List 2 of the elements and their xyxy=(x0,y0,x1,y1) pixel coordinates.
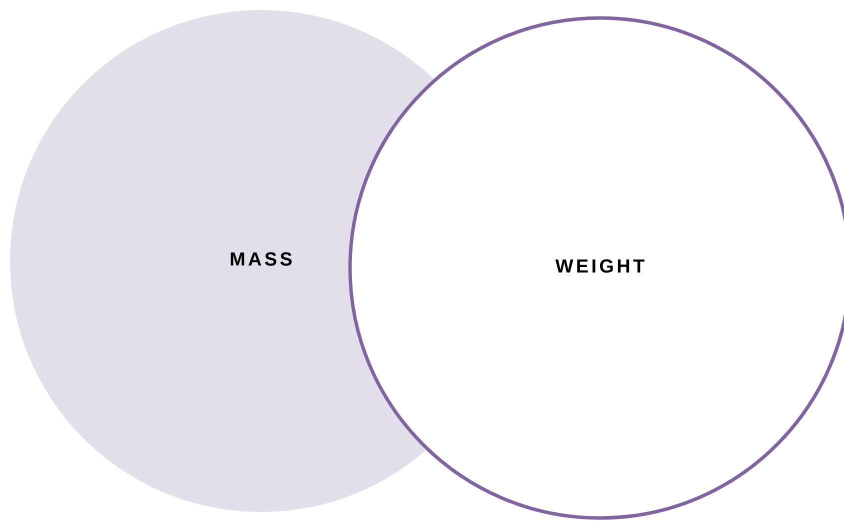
circle-label: MASS xyxy=(230,252,292,266)
circle-label: WEIGHT xyxy=(555,259,644,273)
